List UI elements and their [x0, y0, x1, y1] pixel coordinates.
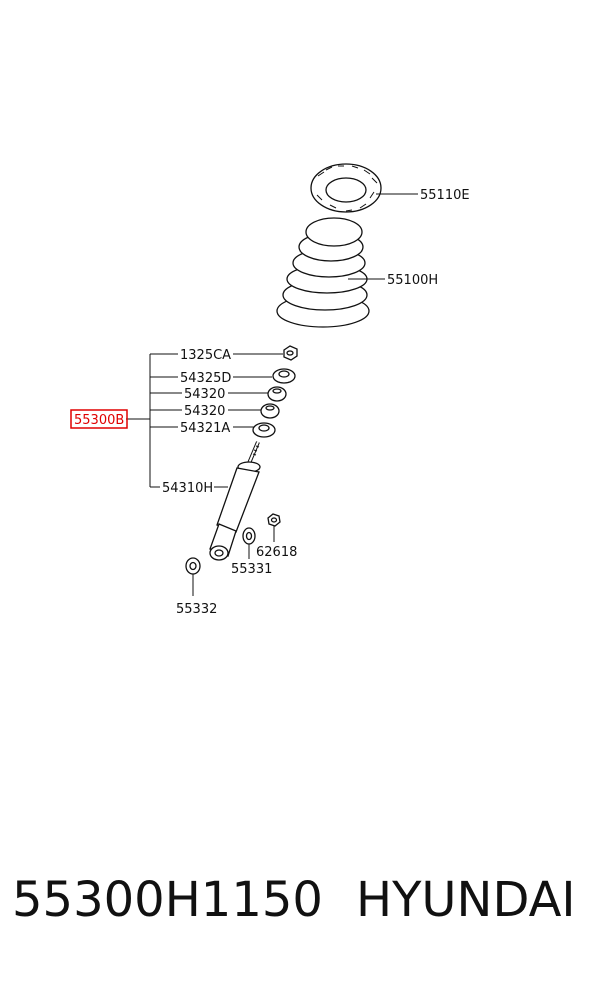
label-nut: 1325CA: [180, 348, 231, 363]
assembly-highlight: [70, 409, 128, 429]
nut-part: [283, 345, 298, 361]
label-spring-seat: 55110E: [420, 188, 470, 203]
shock-absorber-part: [209, 441, 261, 561]
washer-bottom-part: [252, 422, 276, 438]
footer: 55300H1150 HYUNDAI: [0, 872, 600, 952]
bushing-2-part: [260, 403, 280, 419]
washer-top-part: [272, 368, 296, 384]
spring-seat: [310, 163, 382, 213]
label-coil-spring: 55100H: [387, 273, 438, 288]
nut-lower-part: [267, 513, 281, 527]
bushing-lower-part: [242, 527, 256, 545]
label-washer-top: 54325D: [180, 371, 231, 386]
label-assembly: 55300B: [74, 413, 124, 428]
brand-name: HYUNDAI: [356, 872, 576, 928]
label-absorber: 54310H: [162, 481, 213, 496]
parts-diagram: 55110E 55100H 55300B 1325CA 54325D 54320: [70, 163, 470, 617]
bushing-1-part: [267, 386, 287, 402]
label-bushing-lower: 55331: [231, 562, 272, 577]
assembly-bracket: [126, 353, 182, 488]
label-bushing-2: 54320: [184, 404, 225, 419]
label-bushing-bottom: 55332: [176, 602, 217, 617]
label-nut-lower: 62618: [256, 545, 297, 560]
bushing-bottom-part: [185, 557, 201, 575]
label-bushing-1: 54320: [184, 387, 225, 402]
coil-spring: [276, 217, 370, 328]
label-washer-bottom: 54321A: [180, 421, 230, 436]
part-number: 55300H1150: [12, 872, 323, 928]
